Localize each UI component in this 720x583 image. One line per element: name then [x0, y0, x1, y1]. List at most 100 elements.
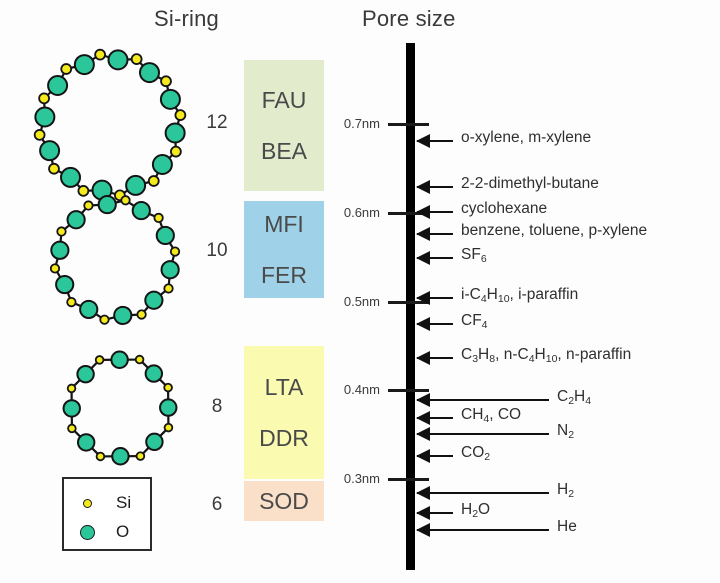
- arrow-head-icon: [416, 180, 430, 194]
- molecule-arrow-row: C3H8, n-C4H10, n-paraffin: [416, 346, 693, 367]
- ring-count-12: 12: [206, 112, 228, 133]
- arrow-head-icon: [416, 205, 430, 219]
- arrow-line: [417, 323, 453, 325]
- pore-size-axis-bar: [406, 43, 415, 570]
- arrow-line: [417, 512, 453, 514]
- ring-count-8: 8: [211, 396, 223, 417]
- molecule-label: i-C4H10, i-paraffin: [461, 286, 579, 305]
- molecule-label: C3H8, n-C4H10, n-paraffin: [461, 346, 632, 365]
- oxygen-atom: [60, 166, 82, 188]
- molecule-arrow-row: benzene, toluene, p-xylene: [416, 222, 693, 243]
- arrow-head-icon: [416, 227, 430, 241]
- oxygen-atom: [145, 432, 164, 452]
- oxygen-atom: [73, 54, 95, 76]
- silicon-atom: [66, 383, 77, 394]
- oxygen-atom: [155, 225, 175, 246]
- molecule-arrow-row: CH4, CO: [416, 406, 693, 427]
- silicon-atom: [77, 185, 90, 197]
- molecule-label: benzene, toluene, p-xylene: [461, 222, 648, 239]
- silicon-atom: [120, 195, 131, 206]
- molecule-arrow-row: o-xylene, m-xylene: [416, 129, 693, 150]
- molecule-label: H2O: [461, 501, 491, 520]
- molecule-arrow-row: SF6: [416, 246, 693, 267]
- silicon-atom: [95, 451, 106, 462]
- molecule-arrow-row: CO2: [416, 444, 693, 465]
- axis-tick-label-0.3nm: 0.3nm: [343, 471, 380, 486]
- molecule-arrow-row: cyclohexane: [416, 200, 693, 221]
- silicon-atom: [94, 48, 106, 61]
- molecule-label: H2: [557, 481, 575, 500]
- arrow-line: [417, 233, 453, 235]
- silicon-atom: [67, 423, 77, 434]
- oxygen-atom: [144, 364, 164, 383]
- oxygen-atom: [76, 433, 96, 452]
- o-atom-swatch-icon: [79, 524, 95, 540]
- silicon-atom: [49, 263, 61, 274]
- si-o-ring-12: [33, 48, 187, 202]
- axis-tick-label-0.6nm: 0.6nm: [343, 204, 380, 220]
- silicon-atom: [135, 451, 146, 461]
- oxygen-atom: [138, 62, 160, 84]
- oxygen-atom: [160, 260, 180, 280]
- axis-tick-0.5nm: [388, 300, 429, 304]
- oxygen-atom: [97, 194, 117, 215]
- arrow-head-icon: [416, 411, 430, 425]
- si-o-ring-10: [49, 194, 181, 326]
- arrow-head-icon: [416, 523, 430, 537]
- legend-label-o: O: [116, 522, 130, 541]
- axis-tick-0.6nm: [388, 211, 429, 215]
- zeolite-code-sod: SOD: [259, 487, 309, 514]
- molecule-arrow-row: H2O: [416, 501, 693, 522]
- silicon-atom: [38, 92, 50, 105]
- oxygen-atom: [66, 210, 86, 230]
- silicon-atom: [94, 355, 105, 365]
- arrow-line: [417, 492, 549, 494]
- arrow-head-icon: [416, 393, 430, 407]
- axis-tick-0.7nm: [388, 123, 429, 126]
- axis-tick-label-0.5nm: 0.5nm: [343, 293, 380, 309]
- oxygen-atom: [131, 200, 151, 221]
- si-atom-swatch-icon: [82, 498, 92, 508]
- pore-size-column-header: Pore size: [362, 6, 456, 31]
- legend-dot-wrap: [78, 524, 96, 540]
- oxygen-atom: [79, 299, 99, 320]
- arrow-head-icon: [416, 317, 430, 331]
- silicon-atom: [130, 53, 143, 65]
- axis-tick-label-0.4nm: 0.4nm: [343, 382, 380, 398]
- oxygen-atom: [151, 153, 173, 175]
- silicon-atom: [56, 226, 67, 237]
- molecule-label: cyclohexane: [461, 200, 548, 217]
- silicon-atom: [66, 296, 77, 308]
- arrow-head-icon: [416, 449, 430, 463]
- molecule-arrow-row: 2-2-dimethyl-butane: [416, 175, 693, 196]
- silicon-atom: [147, 175, 160, 187]
- oxygen-atom: [62, 399, 81, 418]
- ring-count-10: 10: [206, 240, 228, 261]
- molecule-arrow-row: N2: [416, 422, 720, 443]
- arrow-head-icon: [416, 506, 430, 520]
- arrow-line: [417, 529, 549, 531]
- oxygen-atom: [159, 398, 178, 417]
- oxygen-atom: [47, 75, 69, 97]
- zeolite-code-lta: LTA: [264, 374, 304, 401]
- zeolite-code-fau: FAU: [261, 87, 307, 114]
- legend-label-si: Si: [116, 493, 132, 512]
- silicon-atom: [83, 200, 94, 211]
- molecule-label: CF4: [461, 312, 488, 331]
- molecule-label: He: [557, 518, 577, 535]
- molecule-label: SF6: [461, 246, 487, 265]
- legend-item-o: O: [78, 522, 129, 542]
- silicon-atom: [170, 145, 182, 158]
- axis-tick-0.3nm: [388, 478, 429, 481]
- arrow-line: [417, 357, 453, 359]
- zeolite-box-lta-ddr: LTA DDR: [244, 346, 324, 479]
- arrow-line: [417, 257, 453, 259]
- arrow-line: [417, 297, 453, 299]
- zeolite-code-ddr: DDR: [259, 424, 309, 451]
- arrow-head-icon: [416, 251, 430, 265]
- silicon-atom: [33, 129, 46, 141]
- arrow-line: [417, 417, 453, 419]
